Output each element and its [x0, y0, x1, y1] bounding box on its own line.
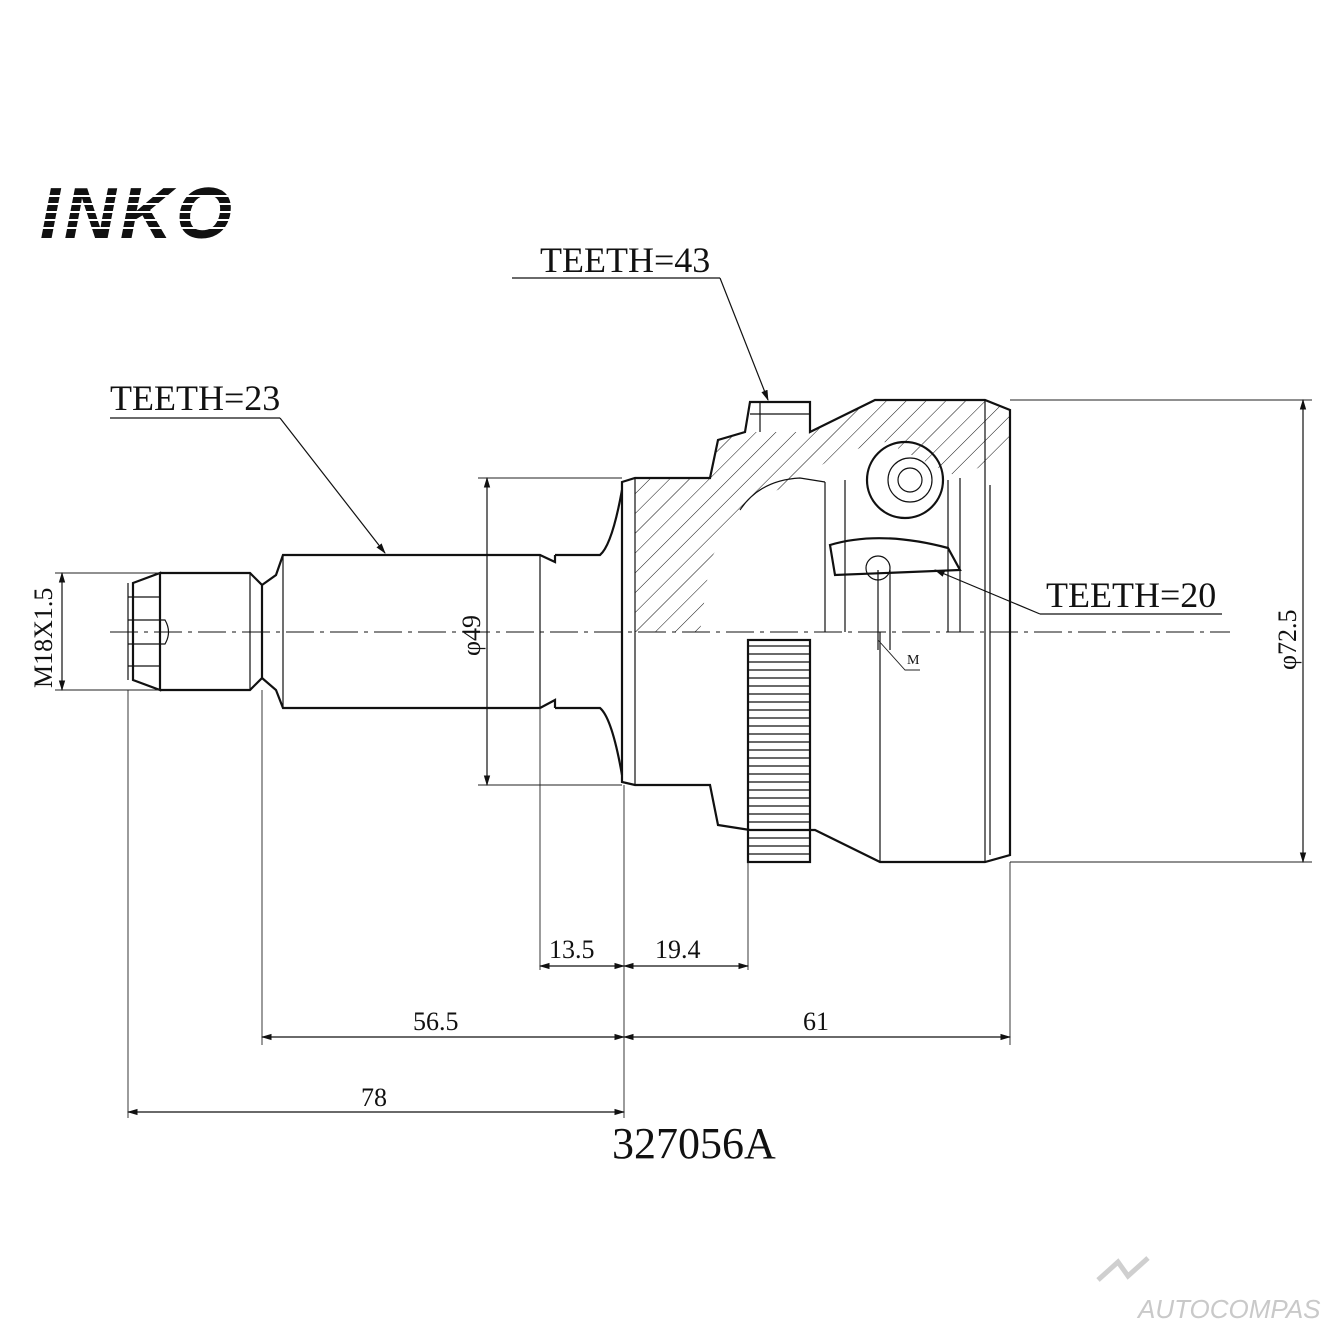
- dim-label-56-5: 56.5: [413, 1007, 459, 1036]
- abs-tone-ring: [746, 638, 812, 864]
- label-teeth-20: TEETH=20: [1046, 575, 1216, 615]
- dim-label-19-4: 19.4: [655, 935, 701, 964]
- spline-shaft: [261, 489, 624, 776]
- housing-bell: [620, 398, 1012, 864]
- leader-teeth-43: [512, 277, 769, 402]
- dim-thread: [55, 571, 160, 692]
- part-number: 327056A: [612, 1119, 776, 1168]
- label-teeth-23: TEETH=23: [110, 378, 280, 418]
- autocompas-watermark: AUTOCOMPAS: [1096, 1256, 1321, 1324]
- dim-shaft-dia: [478, 476, 622, 787]
- dim-label-61: 61: [803, 1007, 829, 1036]
- threaded-end: [127, 571, 264, 692]
- inko-logo: INKO: [30, 174, 300, 254]
- extension-lines: [127, 690, 1011, 1118]
- label-housing-dia: φ72.5: [1273, 609, 1302, 670]
- leader-teeth-23: [110, 417, 386, 554]
- svg-text:INKO: INKO: [40, 174, 236, 254]
- label-thread: M18X1.5: [29, 588, 58, 688]
- dim-housing-dia: [1010, 398, 1312, 864]
- dim-label-13-5: 13.5: [549, 935, 595, 964]
- label-shaft-dia: φ49: [457, 615, 486, 656]
- ball-and-race: [828, 440, 962, 671]
- leader-teeth-20: [934, 569, 1222, 615]
- label-teeth-43: TEETH=43: [540, 240, 710, 280]
- watermark-text: AUTOCOMPAS: [1136, 1294, 1321, 1324]
- logo-speed-lines: [30, 195, 300, 229]
- dim-label-78: 78: [361, 1083, 387, 1112]
- label-marker: M: [907, 653, 920, 668]
